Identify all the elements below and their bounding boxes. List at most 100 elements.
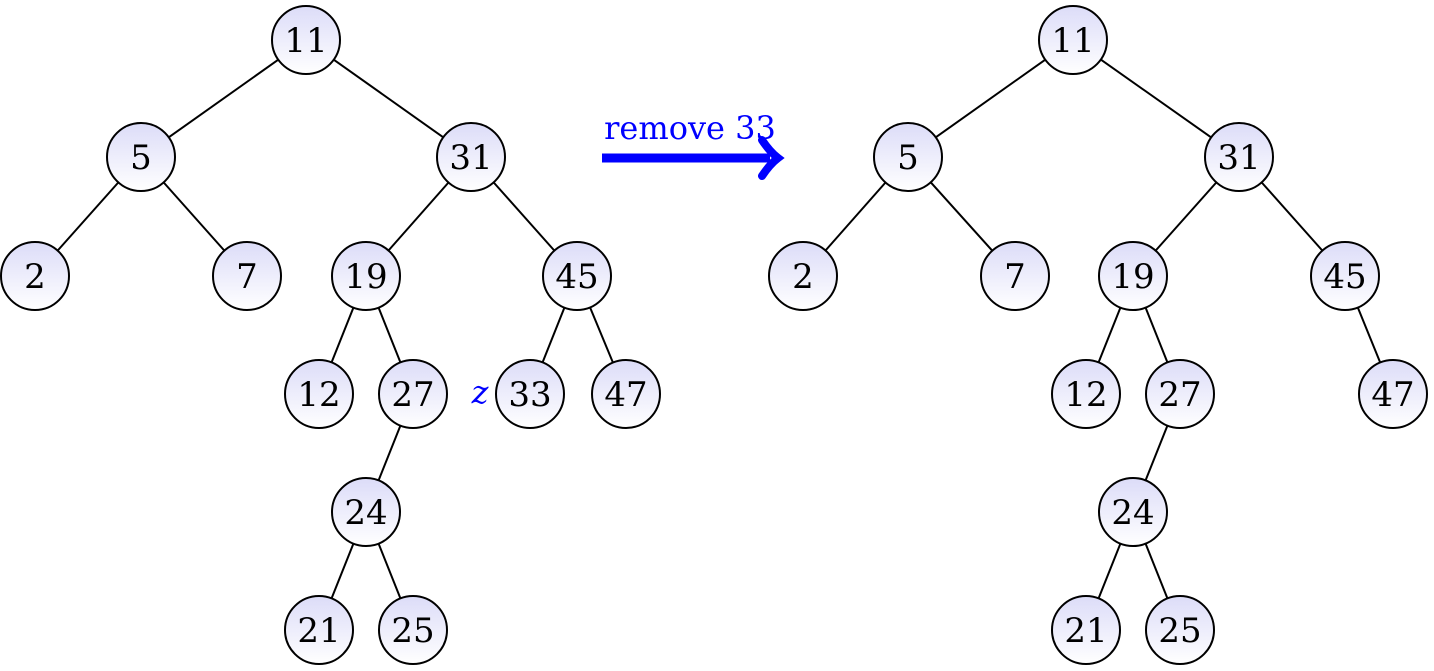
- tree-edge: [935, 58, 1046, 139]
- operation-arrow-group: remove 33: [602, 109, 785, 180]
- node-key: 2: [792, 257, 814, 297]
- node-circle: [1098, 477, 1168, 547]
- node-key: 12: [297, 375, 340, 415]
- tree-node-19: 19: [331, 241, 401, 311]
- node-circle: [271, 5, 341, 75]
- after-tree-edges: [824, 58, 1382, 599]
- node-key: 11: [1051, 21, 1094, 61]
- node-key: 21: [1064, 611, 1107, 651]
- tree-edge: [492, 181, 556, 252]
- operation-arrow-head-icon: [758, 136, 785, 180]
- node-key: 19: [1111, 257, 1154, 297]
- node-circle: [331, 477, 401, 547]
- tree-node-7: 7: [980, 241, 1050, 311]
- tree-node-12: 12: [284, 359, 354, 429]
- node-key: 31: [1217, 138, 1260, 178]
- node-key: 5: [897, 138, 919, 178]
- tree-node-45: 45: [542, 241, 612, 311]
- node-circle: [1310, 241, 1380, 311]
- node-key: 7: [1004, 257, 1026, 297]
- before-tree-edges: [56, 58, 614, 599]
- tree-node-31: 31: [1204, 122, 1274, 192]
- tree-node-19: 19: [1098, 241, 1168, 311]
- node-key: 5: [130, 138, 152, 178]
- tree-node-11: 11: [271, 5, 341, 75]
- tree-edge: [1356, 307, 1382, 363]
- node-key: 2: [24, 257, 46, 297]
- node-key: 7: [236, 257, 258, 297]
- node-key: 45: [555, 257, 598, 297]
- node-key: 33: [508, 375, 551, 415]
- tree-node-27: 27: [1145, 359, 1215, 429]
- tree-edge: [162, 181, 226, 252]
- tree-edge: [1097, 307, 1122, 363]
- tree-edge: [330, 307, 355, 363]
- node-circle: [495, 359, 565, 429]
- node-circle: [212, 241, 282, 311]
- tree-node-31: 31: [436, 122, 506, 192]
- tree-node-5: 5: [106, 122, 176, 192]
- tree-edge: [1144, 307, 1169, 363]
- node-circle: [1038, 5, 1108, 75]
- tree-edge: [824, 181, 887, 252]
- node-key: 31: [449, 138, 492, 178]
- node-circle: [768, 241, 838, 311]
- tree-node-25: 25: [378, 595, 448, 665]
- node-circle: [1098, 241, 1168, 311]
- node-circle: [1145, 359, 1215, 429]
- node-key: 27: [391, 375, 434, 415]
- node-key: 25: [1158, 611, 1201, 651]
- tree-edge: [1097, 543, 1122, 599]
- tree-edge: [1144, 425, 1169, 481]
- tree-node-45: 45: [1310, 241, 1380, 311]
- tree-edge: [541, 307, 566, 363]
- tree-node-47: 47: [1358, 359, 1428, 429]
- tree-node-12: 12: [1051, 359, 1121, 429]
- node-circle: [1204, 122, 1274, 192]
- node-circle: [378, 595, 448, 665]
- tree-edge: [1260, 181, 1324, 252]
- node-key: 25: [391, 611, 434, 651]
- node-circle: [1358, 359, 1428, 429]
- operation-label: remove 33: [604, 109, 776, 147]
- tree-edge: [1144, 543, 1169, 599]
- tree-edge: [168, 58, 279, 139]
- node-key: 21: [297, 611, 340, 651]
- tree-edge: [377, 543, 402, 599]
- node-circle: [284, 595, 354, 665]
- node-marker-label: z: [471, 373, 490, 411]
- tree-node-5: 5: [873, 122, 943, 192]
- node-circle: [542, 241, 612, 311]
- node-key: 24: [344, 493, 387, 533]
- tree-edge: [1100, 58, 1212, 139]
- node-key: 12: [1064, 375, 1107, 415]
- node-key: 27: [1158, 375, 1201, 415]
- tree-node-47: 47: [591, 359, 661, 429]
- node-circle: [331, 241, 401, 311]
- tree-node-2: 2: [0, 241, 70, 311]
- tree-node-25: 25: [1145, 595, 1215, 665]
- tree-edge: [589, 307, 614, 363]
- tree-edge: [387, 181, 450, 252]
- node-circle: [1051, 595, 1121, 665]
- tree-node-7: 7: [212, 241, 282, 311]
- tree-node-2: 2: [768, 241, 838, 311]
- node-key: 45: [1323, 257, 1366, 297]
- tree-edge: [330, 543, 355, 599]
- tree-node-21: 21: [284, 595, 354, 665]
- node-key: 47: [1371, 375, 1414, 415]
- tree-edge: [929, 181, 994, 252]
- tree-node-11: 11: [1038, 5, 1108, 75]
- tree-edge: [377, 307, 402, 363]
- tree-node-24: 24: [1098, 477, 1168, 547]
- node-circle: [980, 241, 1050, 311]
- node-key: 24: [1111, 493, 1154, 533]
- node-key: 47: [604, 375, 647, 415]
- tree-node-33: 33 z: [471, 359, 565, 429]
- tree-edge: [1154, 181, 1218, 252]
- node-circle: [106, 122, 176, 192]
- node-key: 11: [284, 21, 327, 61]
